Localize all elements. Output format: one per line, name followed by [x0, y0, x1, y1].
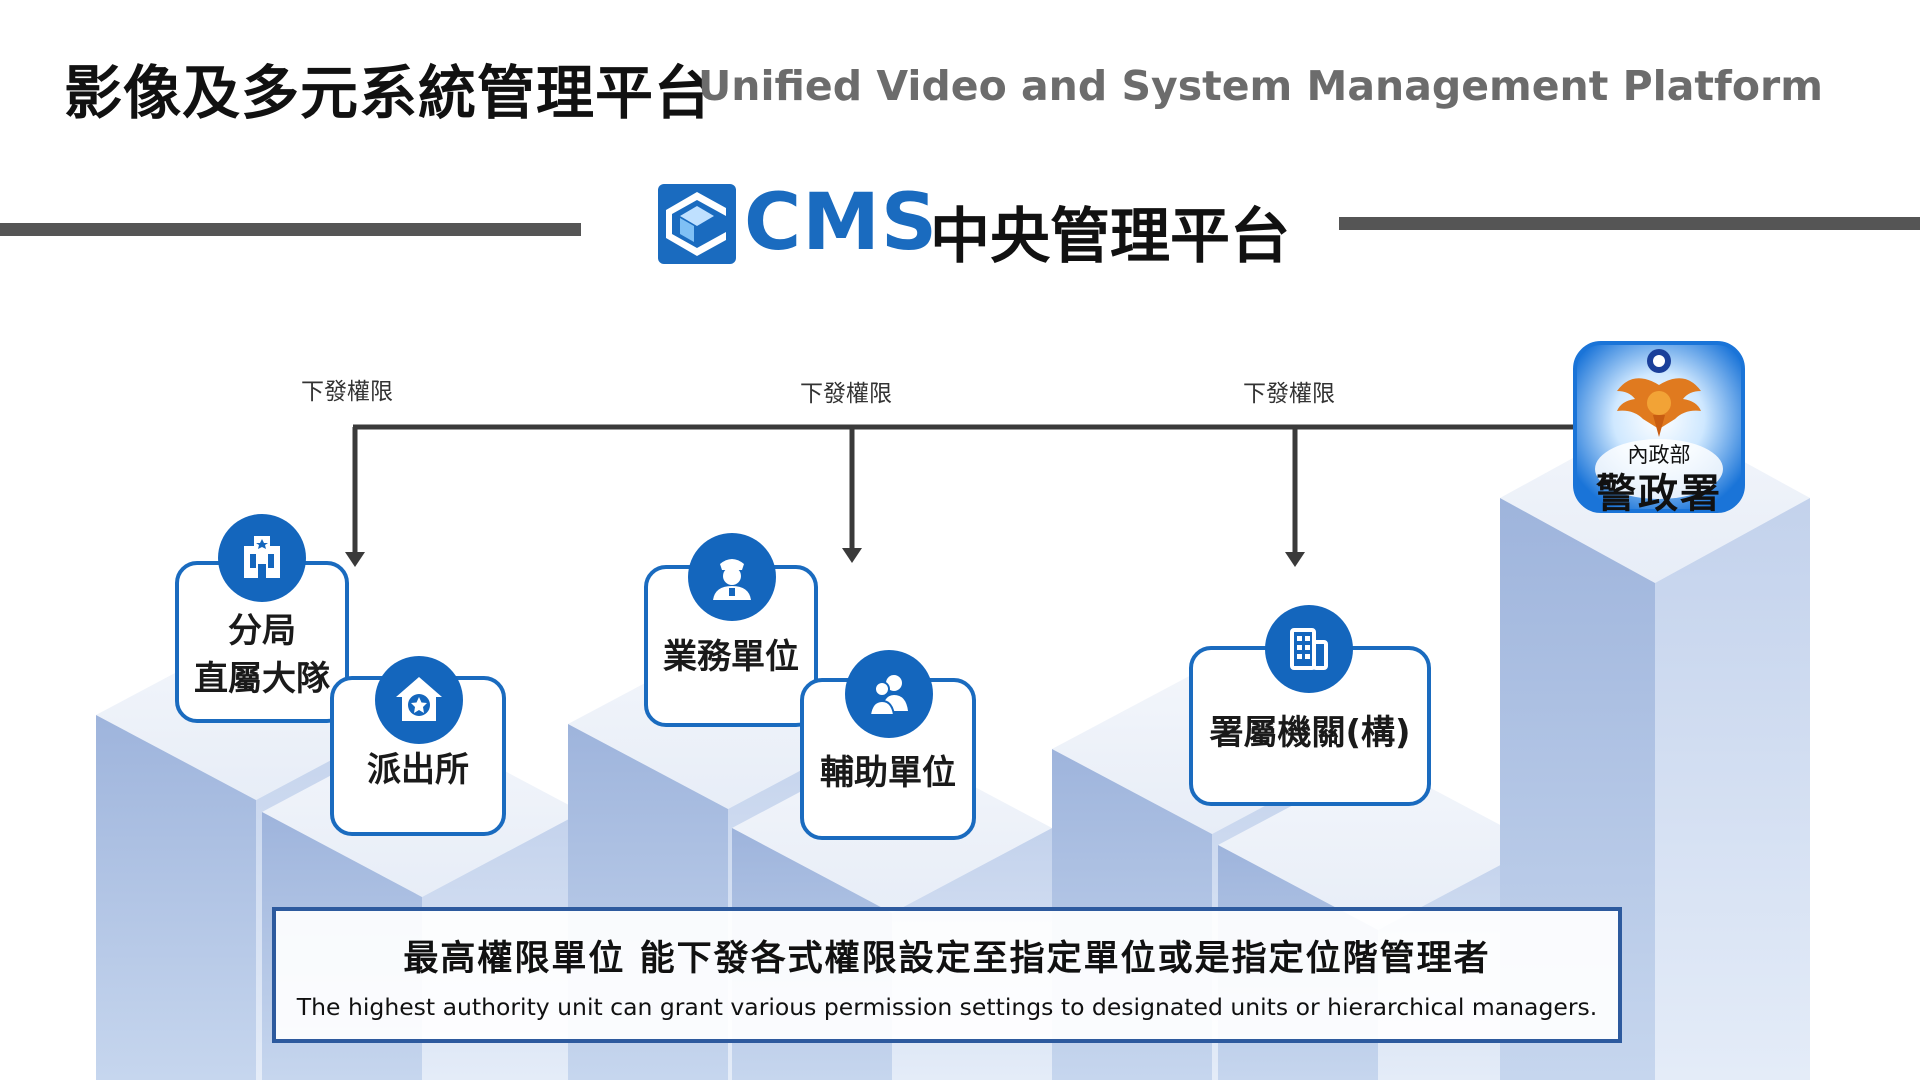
page-title: 影像及多元系統管理平台	[64, 59, 714, 127]
arrow-head-2	[842, 548, 862, 563]
officer-icon	[688, 533, 776, 621]
building-icon	[1265, 605, 1353, 693]
police-station-icon	[218, 514, 306, 602]
divider-left	[0, 223, 581, 236]
unit-label-line: 署屬機關(構)	[1209, 713, 1411, 754]
unit-label-line: 分局	[228, 611, 296, 652]
people-icon	[845, 650, 933, 738]
permission-label-2: 下發權限	[800, 381, 892, 407]
cms-title: 中央管理平台	[930, 202, 1290, 272]
unit-label-line: 輔助單位	[820, 753, 956, 794]
agency-ministry: 內政部	[1627, 443, 1691, 467]
unit-label-line: 業務單位	[663, 637, 799, 678]
arrow-head-3	[1285, 552, 1305, 567]
cms-brand: CMS	[744, 178, 939, 268]
caption-box: 最高權限單位 能下發各式權限設定至指定單位或是指定位階管理者 The highe…	[272, 907, 1622, 1043]
page-subtitle: Unified Video and System Management Plat…	[698, 62, 1823, 110]
police-emblem-icon	[1573, 341, 1745, 513]
caption-zh: 最高權限單位 能下發各式權限設定至指定單位或是指定位階管理者	[403, 938, 1491, 979]
permission-label-3: 下發權限	[1243, 381, 1335, 407]
cms-logo-icon	[658, 184, 736, 264]
agency-name: 警政署	[1596, 471, 1722, 517]
unit-label-line: 派出所	[367, 750, 469, 791]
caption-en: The highest authority unit can grant var…	[296, 992, 1598, 1021]
permission-label-1: 下發權限	[301, 379, 393, 405]
unit-label-line: 直屬大隊	[194, 659, 330, 699]
house-star-icon	[375, 656, 463, 744]
unit-police-post: 派出所	[330, 676, 506, 836]
arrow-head-1	[345, 552, 365, 567]
agency-badge: 內政部 警政署	[1573, 341, 1745, 517]
divider-right	[1339, 217, 1920, 230]
